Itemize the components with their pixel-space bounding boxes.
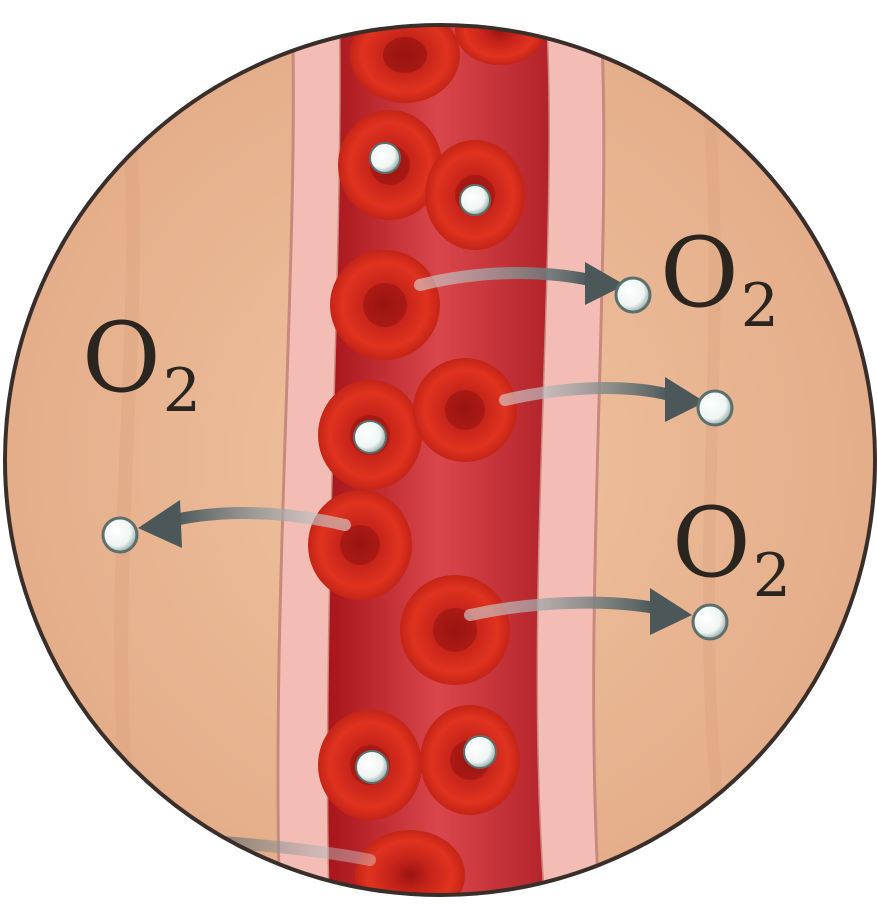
o2-label-right-bottom: O2 xyxy=(672,495,791,591)
oxygen-molecule-icon xyxy=(616,278,650,312)
oxygen-molecule-icon xyxy=(356,751,388,783)
oxygen-molecule-icon xyxy=(103,518,137,552)
red-blood-cell-icon xyxy=(330,250,440,360)
red-blood-cell-icon xyxy=(413,358,517,462)
oxygen-molecule-icon xyxy=(698,391,732,425)
oxygen-molecule-icon xyxy=(354,421,386,453)
o2-symbol: O xyxy=(660,217,739,329)
oxygen-molecule-icon xyxy=(460,185,490,215)
o2-subscript: 2 xyxy=(753,541,791,611)
red-blood-cell-icon xyxy=(350,7,460,103)
o2-symbol: O xyxy=(82,302,161,414)
red-blood-cell-icon xyxy=(400,575,510,685)
o2-subscript: 2 xyxy=(741,271,779,341)
red-blood-cell-icon xyxy=(355,830,465,916)
o2-label-right-top: O2 xyxy=(660,225,779,321)
oxygen-molecule-icon xyxy=(370,143,400,173)
o2-subscript: 2 xyxy=(163,356,201,426)
red-blood-cell-icon xyxy=(308,490,412,600)
oxygen-molecule-icon xyxy=(464,736,496,768)
o2-label-left: O2 xyxy=(82,310,201,406)
o2-symbol: O xyxy=(672,487,751,599)
oxygen-molecule-icon xyxy=(693,605,727,639)
